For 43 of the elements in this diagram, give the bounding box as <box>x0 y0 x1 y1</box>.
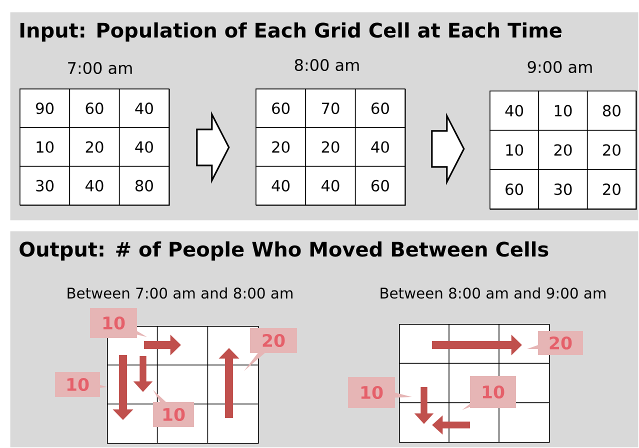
callout-number: 10 <box>153 390 194 427</box>
table-cell: 40 <box>354 127 406 167</box>
grid-heading: Between 7:00 am and 8:00 am <box>68 287 292 299</box>
table-cell: 60 <box>256 88 306 128</box>
callout-number: 20 <box>527 331 583 355</box>
table-cell: 40 <box>118 127 170 167</box>
table-cell: 20 <box>305 127 356 167</box>
table-cell: 60 <box>354 88 406 128</box>
table-cell: 80 <box>118 166 170 206</box>
callout-number: 10 <box>348 377 412 408</box>
table-cell: 40 <box>305 166 356 206</box>
table-cell: 10 <box>538 90 588 131</box>
table-cell: 10 <box>20 127 70 167</box>
block-arrow <box>196 111 230 184</box>
table-cell: 30 <box>538 169 588 210</box>
grid-heading: 7:00 am <box>68 62 132 74</box>
table-cell: 90 <box>20 88 70 128</box>
grid-heading: 8:00 am <box>294 58 359 72</box>
table-cell: 40 <box>256 166 306 206</box>
table-cell: 60 <box>354 166 406 206</box>
block-arrow <box>431 112 465 186</box>
table-cell: 80 <box>586 90 636 131</box>
callout-number: 20 <box>244 328 297 371</box>
table-cell: 60 <box>490 169 540 210</box>
table-cell: 20 <box>69 127 120 167</box>
table-cell: 60 <box>69 88 120 128</box>
callout-number: 10 <box>55 372 107 397</box>
callout-number: 10 <box>462 376 516 410</box>
callout-number: 10 <box>90 308 147 338</box>
table-cell: 40 <box>69 166 120 206</box>
table-cell: 70 <box>305 88 356 128</box>
table-cell: 10 <box>490 130 540 170</box>
table-cell: 40 <box>490 90 540 131</box>
panel-title: Output: # of People Who Moved Between Cells <box>20 241 548 261</box>
panel-title: Input: Population of Each Grid Cell at Each Time <box>20 22 562 42</box>
table-cell: 30 <box>20 166 70 206</box>
grid-heading: 9:00 am <box>528 60 592 74</box>
table-cell: 20 <box>586 169 636 210</box>
table-cell: 20 <box>256 127 306 167</box>
table-cell: 20 <box>586 130 636 170</box>
table-cell: 40 <box>118 88 170 128</box>
table-cell: 20 <box>538 130 588 170</box>
grid-heading: Between 8:00 am and 9:00 am <box>380 287 606 299</box>
